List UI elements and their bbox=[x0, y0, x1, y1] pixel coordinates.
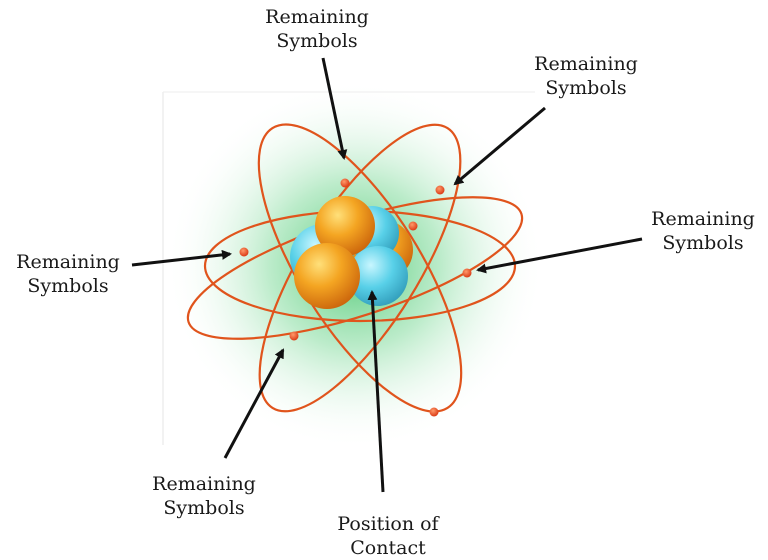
label-right: Remaining Symbols bbox=[638, 207, 768, 255]
label-bottom-left: Remaining Symbols bbox=[134, 472, 274, 520]
label-bottom-center: Position of Contact bbox=[318, 512, 458, 560]
electron bbox=[430, 408, 439, 417]
label-line: Remaining bbox=[0, 250, 136, 274]
label-line: Remaining bbox=[516, 52, 656, 76]
label-top-right: Remaining Symbols bbox=[516, 52, 656, 100]
electron bbox=[409, 222, 418, 231]
label-line: Symbols bbox=[134, 496, 274, 520]
label-line: Position of bbox=[318, 512, 458, 536]
label-line: Remaining bbox=[134, 472, 274, 496]
electron bbox=[290, 332, 299, 341]
electron bbox=[436, 186, 445, 195]
electron bbox=[341, 179, 350, 188]
label-left: Remaining Symbols bbox=[0, 250, 136, 298]
proton bbox=[294, 243, 360, 309]
label-line: Contact bbox=[318, 536, 458, 560]
electron bbox=[240, 248, 249, 257]
label-line: Remaining bbox=[638, 207, 768, 231]
label-line: Symbols bbox=[516, 76, 656, 100]
label-line: Remaining bbox=[247, 5, 387, 29]
label-line: Symbols bbox=[0, 274, 136, 298]
label-top-center: Remaining Symbols bbox=[247, 5, 387, 53]
electron bbox=[463, 269, 472, 278]
label-line: Symbols bbox=[638, 231, 768, 255]
label-line: Symbols bbox=[247, 29, 387, 53]
